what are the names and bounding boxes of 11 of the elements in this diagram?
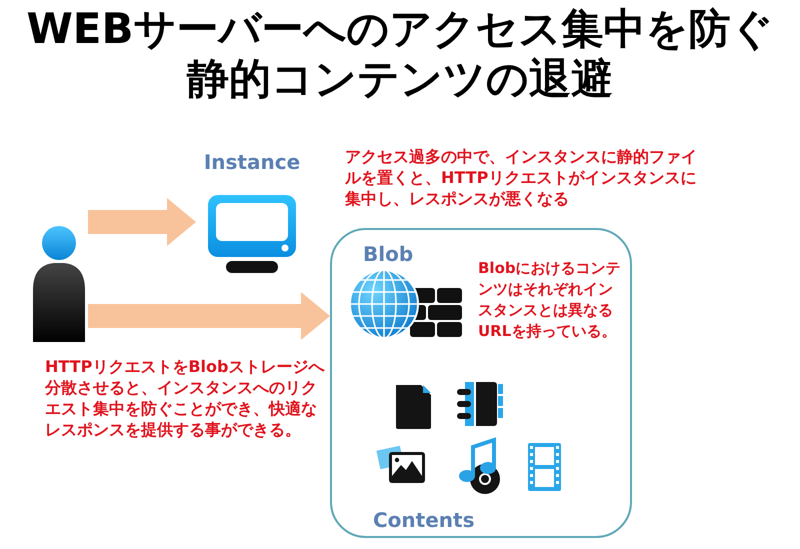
group-panel xyxy=(330,228,632,538)
title: WEBサーバーへのアクセス集中を防ぐ静的コンテンツの退避 xyxy=(25,4,775,104)
note-text: Blobにおけるコンテンツはそれぞれインスタンスとは異なるURLを持っている。 xyxy=(478,258,622,342)
note-text: アクセス過多の中で、インスタンスに静的ファイルを置くと、HTTPリクエストがインスタンスに集中し、レスポンスが悪くなる xyxy=(345,146,698,209)
person-icon xyxy=(30,226,88,342)
group-title: Blob xyxy=(363,242,414,266)
arrow xyxy=(88,292,330,340)
group-label: Contents xyxy=(373,508,474,532)
arrow xyxy=(88,198,196,246)
note-text: HTTPリクエストをBlobストレージへ分散させると、インスタンスへのリクエスト集中を防ぐことができ、快適なレスポンスを提供する事ができる。 xyxy=(45,356,326,440)
node-label: Instance xyxy=(202,150,302,174)
